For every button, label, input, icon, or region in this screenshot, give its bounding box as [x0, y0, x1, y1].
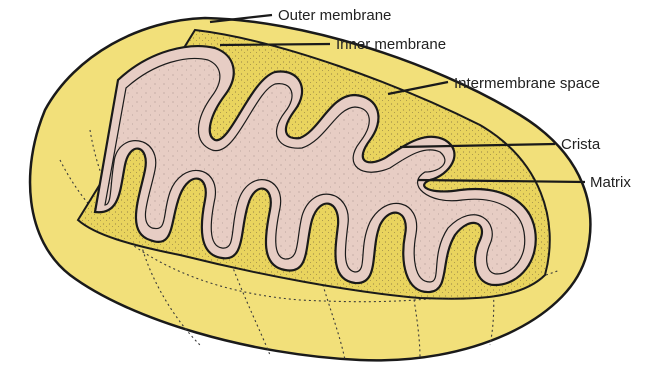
label-crista: Crista: [561, 136, 601, 153]
label-intermembrane-space: Intermembrane space: [454, 75, 600, 92]
leader-inner-membrane: [220, 44, 330, 45]
label-inner-membrane: Inner membrane: [336, 36, 446, 53]
label-outer-membrane: Outer membrane: [278, 7, 391, 24]
label-matrix: Matrix: [590, 174, 631, 191]
